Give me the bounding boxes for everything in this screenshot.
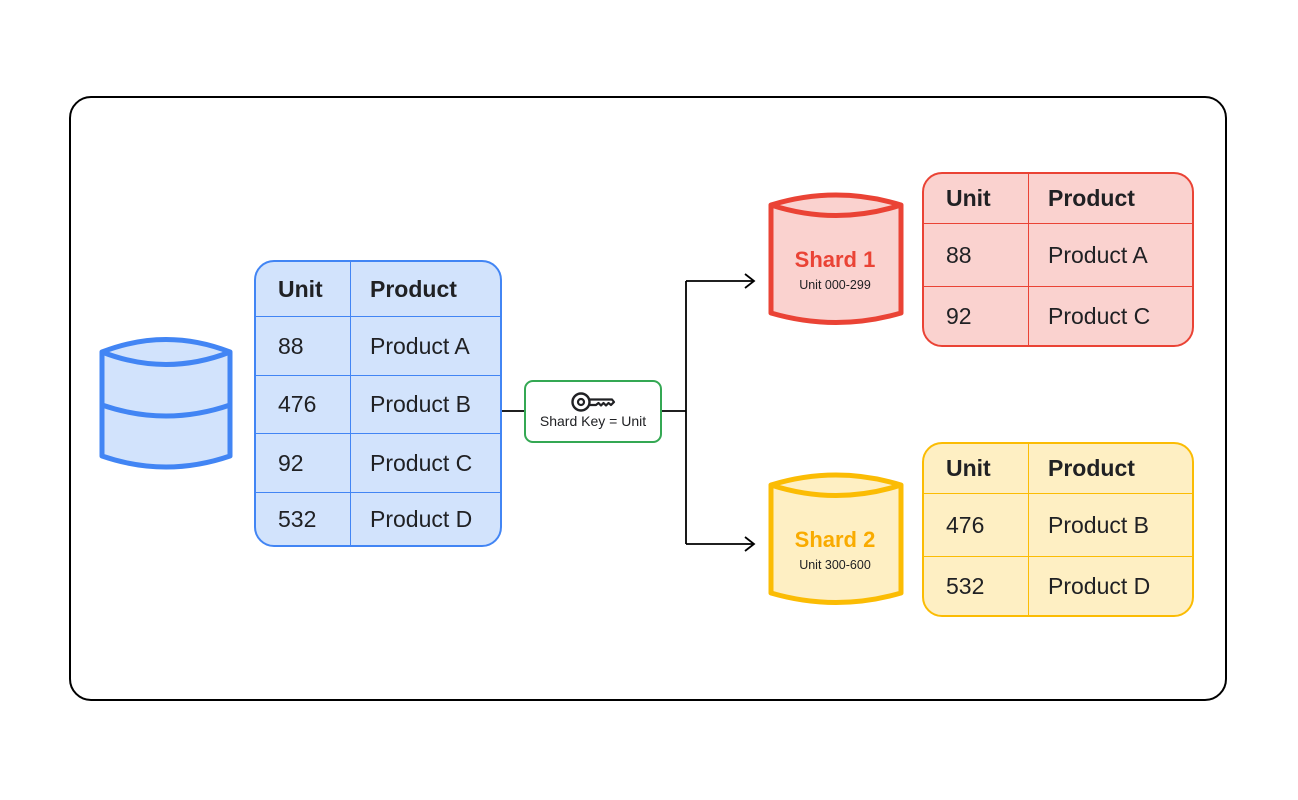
source-table: Unit Product 88 Product A 476 Product B … bbox=[254, 260, 502, 547]
table-cell-product: Product B bbox=[351, 376, 500, 434]
table-cell-product: Product C bbox=[1048, 302, 1151, 329]
table-cell-product: Product A bbox=[1029, 224, 1192, 287]
shard2-label: Shard 2 Unit 300-600 bbox=[770, 527, 900, 572]
shard1-range: Unit 000-299 bbox=[799, 278, 871, 292]
source-database-icon bbox=[99, 337, 233, 470]
table-cell-unit: 92 bbox=[924, 287, 1029, 345]
shard1-name: Shard 1 bbox=[794, 247, 876, 272]
table-cell-unit: 88 bbox=[256, 317, 351, 376]
table-cell-product: Product D bbox=[1048, 572, 1151, 599]
header-unit: Unit bbox=[256, 262, 351, 317]
shard-key-box: Shard Key = Unit bbox=[524, 380, 662, 443]
shard2-name: Shard 2 bbox=[794, 527, 876, 552]
shard1-database-icon bbox=[768, 192, 904, 325]
header-product: Product bbox=[351, 262, 500, 317]
key-icon bbox=[571, 392, 616, 412]
shard1-table: Unit Product 88 Product A 92 Product C bbox=[922, 172, 1194, 347]
header-unit: Unit bbox=[924, 174, 1029, 224]
connector-lines bbox=[502, 280, 753, 545]
table-cell-unit: 532 bbox=[924, 557, 1029, 615]
table-cell-product: Product C bbox=[351, 434, 500, 493]
header-unit: Unit bbox=[924, 444, 1029, 494]
shard-key-label: Shard Key = Unit bbox=[539, 413, 647, 429]
table-cell-product: Product D bbox=[370, 505, 473, 532]
table-cell-unit: 476 bbox=[256, 376, 351, 434]
shard2-table: Unit Product 476 Product B 532 Product D bbox=[922, 442, 1194, 617]
shard1-label: Shard 1 Unit 000-299 bbox=[770, 247, 900, 292]
table-cell-product: Product A bbox=[351, 317, 500, 376]
table-cell-unit: 92 bbox=[256, 434, 351, 493]
table-cell-unit: 532 bbox=[256, 493, 351, 545]
header-product: Product bbox=[1029, 174, 1192, 224]
arrowhead-shard2 bbox=[744, 536, 756, 552]
table-cell-unit: 88 bbox=[924, 224, 1029, 287]
header-product: Product bbox=[1029, 444, 1192, 494]
arrowhead-shard1 bbox=[744, 273, 756, 289]
table-cell-unit: 476 bbox=[924, 494, 1029, 557]
shard2-database-icon bbox=[768, 472, 904, 605]
shard2-range: Unit 300-600 bbox=[799, 558, 871, 572]
table-cell-product: Product B bbox=[1029, 494, 1192, 557]
